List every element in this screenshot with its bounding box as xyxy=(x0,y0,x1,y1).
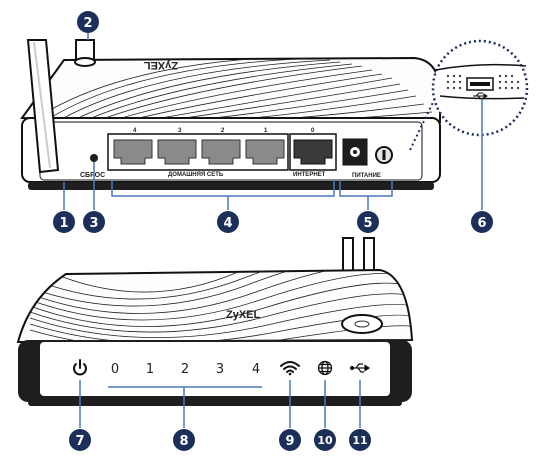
callout-10: 10 xyxy=(314,429,336,451)
svg-text:5: 5 xyxy=(363,216,372,231)
rear-base xyxy=(28,182,434,190)
wifi-icon xyxy=(280,361,300,376)
svg-text:8: 8 xyxy=(179,434,188,449)
wan-port[interactable] xyxy=(293,139,333,165)
wan-label: ИНТЕРНЕТ xyxy=(293,172,326,178)
lan-port-number: 1 xyxy=(264,128,268,134)
globe-icon xyxy=(317,360,333,376)
callout-6: 6 xyxy=(471,211,493,233)
wps-button[interactable] xyxy=(341,314,383,334)
svg-text:10: 10 xyxy=(317,434,333,447)
reset-button[interactable] xyxy=(90,154,98,162)
svg-text:3: 3 xyxy=(89,216,98,231)
usb-port-icon xyxy=(473,92,488,100)
power-section: ПИТАНИЕ xyxy=(342,138,393,179)
lan-ports: 4 3 2 1 ДОМАШНЯЯ СЕТЬ xyxy=(107,128,289,178)
callout-brackets-front xyxy=(79,380,361,428)
front-brand-logo: ZyXEL xyxy=(226,309,261,321)
callout-7: 7 xyxy=(69,429,91,451)
lan-led-4: 4 xyxy=(252,362,260,377)
lan-led-2: 2 xyxy=(181,362,189,377)
callout-2: 2 xyxy=(77,11,99,33)
wan-port-group: 0 ИНТЕРНЕТ xyxy=(289,128,337,178)
front-top-pattern xyxy=(29,270,412,342)
lan-led-0: 0 xyxy=(111,362,119,377)
lan-label: ДОМАШНЯЯ СЕТЬ xyxy=(168,172,224,178)
callout-5: 5 xyxy=(357,211,379,233)
svg-text:9: 9 xyxy=(285,434,294,449)
callout-brackets-rear xyxy=(63,32,483,210)
callout-1: 1 xyxy=(53,211,75,233)
front-panel-face xyxy=(40,342,390,396)
lan-port[interactable] xyxy=(245,139,285,165)
lan-port-number: 4 xyxy=(133,128,137,134)
svg-text:7: 7 xyxy=(75,434,84,449)
callout-3: 3 xyxy=(83,211,105,233)
router-rear-view: ZyXEL СБРОС 4 3 2 1 ДОМАШНЯ xyxy=(20,32,529,210)
front-top-surface xyxy=(16,268,414,344)
lan-port[interactable] xyxy=(157,139,197,165)
router-front-view: ZyXEL 0 1 2 3 4 xyxy=(16,237,414,428)
power-label: ПИТАНИЕ xyxy=(352,173,381,179)
callout-8: 8 xyxy=(173,429,195,451)
svg-text:2: 2 xyxy=(83,16,92,31)
lan-led-1: 1 xyxy=(146,362,154,377)
reset-label: СБРОС xyxy=(80,172,105,179)
svg-text:4: 4 xyxy=(223,216,232,231)
lan-port[interactable] xyxy=(201,139,241,165)
lan-port-number: 2 xyxy=(221,128,225,134)
antenna[interactable] xyxy=(26,39,60,174)
wps-icon xyxy=(354,320,370,328)
rear-top-surface xyxy=(20,56,441,124)
usb-zoom-inset xyxy=(409,39,529,151)
callout-4: 4 xyxy=(217,211,239,233)
lan-port[interactable] xyxy=(113,139,153,165)
callout-11: 11 xyxy=(349,429,371,451)
callout-9: 9 xyxy=(279,429,301,451)
antenna-connector xyxy=(74,39,96,67)
svg-text:1: 1 xyxy=(59,216,68,231)
callout-markers: 1 2 3 4 5 6 7 8 xyxy=(53,11,493,451)
svg-text:11: 11 xyxy=(352,434,367,447)
rear-brand-logo: ZyXEL xyxy=(143,59,178,71)
svg-text:6: 6 xyxy=(477,216,486,231)
wan-port-number: 0 xyxy=(311,128,315,134)
lan-port-number: 3 xyxy=(178,128,182,134)
front-base xyxy=(28,400,402,406)
usb-icon xyxy=(349,363,371,373)
power-icon xyxy=(73,359,87,376)
lan-led-3: 3 xyxy=(216,362,224,377)
